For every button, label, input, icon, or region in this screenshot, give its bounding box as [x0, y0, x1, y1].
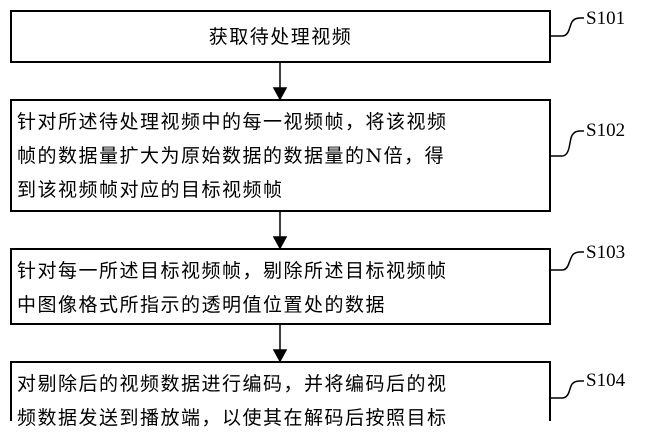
arrowhead-s101-s102: [272, 87, 288, 101]
step-box-s102: 针对所述待处理视频中的每一视频帧，将该视频 帧的数据量扩大为原始数据的数据量的N…: [10, 99, 551, 212]
step-text-s103-line-2: 中图像格式所指示的透明值位置处的数据: [17, 294, 387, 316]
step-label-s102: S102: [586, 120, 626, 141]
step-box-s103: 针对每一所述目标视频帧，剔除所述目标视频帧 中图像格式所指示的透明值位置处的数据: [10, 248, 551, 325]
leader-s104: [551, 380, 584, 399]
arrowhead-s102-s103: [272, 236, 288, 250]
step-box-s101: 获取待处理视频: [10, 10, 551, 63]
arrowhead-s103-s104: [272, 349, 288, 363]
step-text-s102-line-1: 针对所述待处理视频中的每一视频帧，将该视频: [17, 111, 448, 133]
step-text-s102-line-2: 帧的数据量扩大为原始数据的数据量的N倍，得: [17, 145, 446, 167]
step-label-s104: S104: [586, 370, 626, 391]
step-text-s102-line-3: 到该视频帧对应的目标视频帧: [17, 179, 284, 201]
step-label-s103: S103: [586, 242, 626, 263]
leader-s103: [551, 251, 584, 271]
step-label-s101: S101: [586, 8, 626, 29]
step-text-s104-line-2: 频数据发送到播放端，以使其在解码后按照目标: [17, 407, 448, 429]
step-box-s104: 对剔除后的视频数据进行编码，并将编码后的视 频数据发送到播放端，以使其在解码后按…: [10, 361, 551, 429]
step-text-s101-line-1: 获取待处理视频: [208, 26, 353, 48]
leader-s102: [551, 130, 584, 157]
step-text-s104-line-1: 对剔除后的视频数据进行编码，并将编码后的视: [17, 373, 448, 395]
step-text-s103-line-1: 针对每一所述目标视频帧，剔除所述目标视频帧: [17, 260, 448, 282]
leader-s101: [551, 17, 584, 37]
